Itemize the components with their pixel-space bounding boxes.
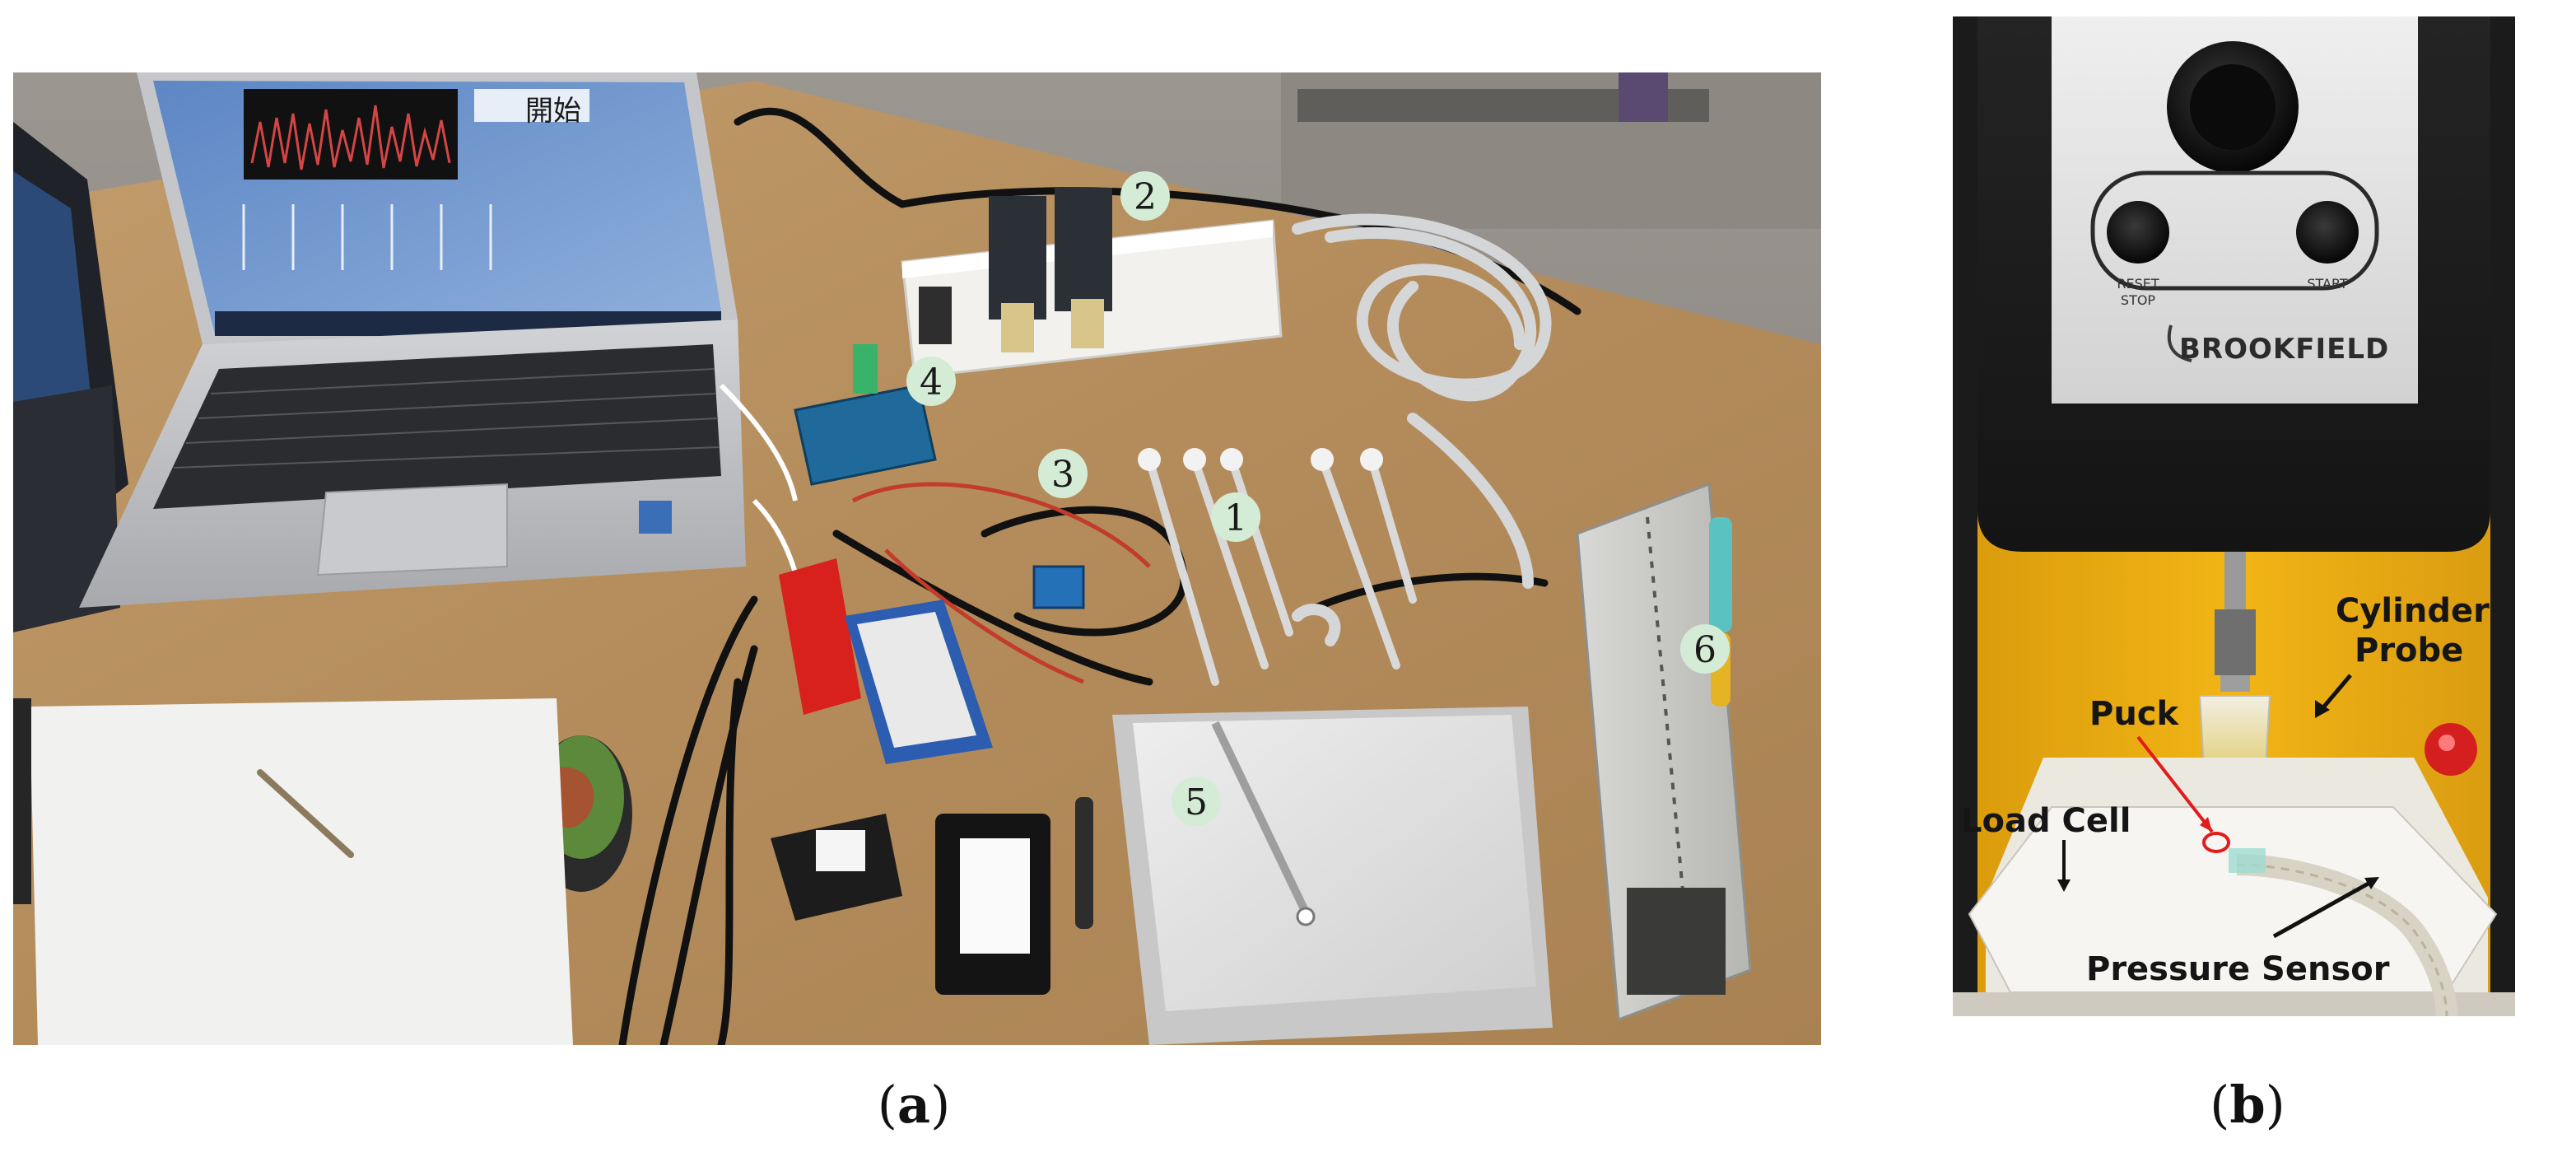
touchpad (316, 483, 508, 576)
svg-text:2: 2 (1134, 176, 1157, 218)
photo-panel-a: 開始 (13, 72, 1821, 1045)
probe-label: Probe (2355, 632, 2463, 669)
start-label: START (2307, 276, 2348, 292)
keyboard (153, 344, 721, 509)
marker-1: 1 (1211, 492, 1260, 542)
marker-3: 3 (1038, 449, 1088, 498)
texture-analyzer-photo: RESET STOP START BROOKFIELD Cylinder Pro… (1953, 16, 2515, 1016)
puck-arrow (2136, 735, 2214, 833)
reset-stop-button[interactable] (2107, 201, 2169, 264)
probe-arrow (2317, 674, 2352, 714)
start-button[interactable] (2296, 201, 2359, 264)
stop-label: STOP (2121, 292, 2156, 308)
marker-2: 2 (1120, 171, 1170, 221)
photo-panel-b: RESET STOP START BROOKFIELD Cylinder Pro… (1953, 16, 2515, 1016)
marker-4: 4 (906, 357, 956, 406)
svg-text:1: 1 (1224, 497, 1247, 539)
load-cell-label: Load Cell (1961, 802, 2131, 840)
brand-logo: BROOKFIELD (2179, 333, 2389, 366)
screen-start-text: 開始 (525, 95, 581, 128)
reset-label: RESET (2117, 276, 2159, 292)
puck-label: Puck (2089, 695, 2180, 733)
svg-text:3: 3 (1051, 454, 1074, 496)
puck-ring (2202, 832, 2230, 853)
pressure-sensor-label: Pressure Sensor (2086, 950, 2390, 988)
svg-text:5: 5 (1185, 781, 1208, 823)
pressure-sensor-arrow (2272, 879, 2374, 939)
caption-b: (b) (2210, 1075, 2285, 1135)
lab-setup-photo: 開始 (13, 72, 1821, 1045)
caption-a: (a) (877, 1075, 951, 1135)
cylinder-label: Cylinder (2336, 592, 2490, 630)
svg-text:6: 6 (1693, 629, 1717, 671)
svg-text:4: 4 (920, 362, 943, 404)
marker-5: 5 (1172, 777, 1221, 826)
marker-6: 6 (1680, 624, 1730, 674)
